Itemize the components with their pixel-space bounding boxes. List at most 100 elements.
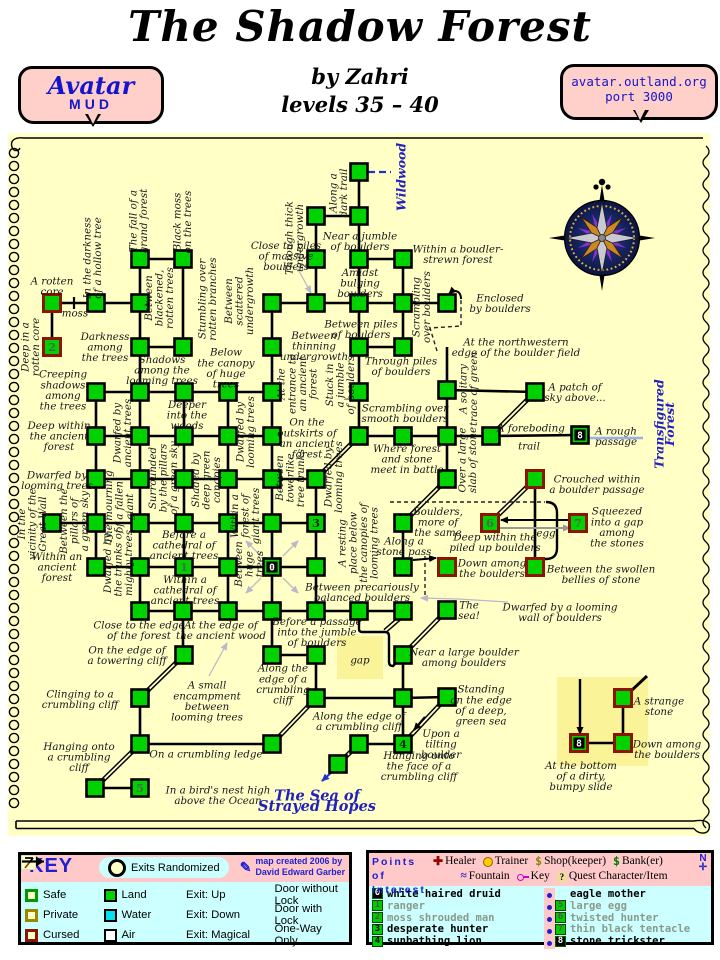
map-room	[174, 557, 194, 577]
scroll-pen-icon: ✎	[239, 858, 252, 875]
scroll-left-loop	[8, 654, 20, 666]
room-number: 6	[486, 516, 494, 530]
server-host: avatar.outland.org	[571, 74, 707, 89]
map-room	[218, 469, 238, 489]
map-edge	[490, 433, 581, 438]
avatar-mud-badge: Avatar MUD	[18, 66, 164, 127]
room-type-swatch	[25, 888, 38, 902]
server-port: port 3000	[605, 89, 673, 104]
scroll-left-loop	[8, 186, 20, 198]
scroll-left-loop	[8, 277, 20, 289]
map-room	[130, 293, 150, 313]
map-path	[543, 500, 559, 561]
map-room	[86, 557, 106, 577]
map-label: The mourningof a fallengiant	[103, 470, 136, 544]
room-number: 8	[577, 431, 583, 442]
scroll-left-loop	[8, 472, 20, 484]
scroll-left-loop	[8, 615, 20, 627]
map-room	[349, 249, 369, 269]
map-label: TransfiguredForest	[651, 379, 677, 469]
map-room	[349, 206, 369, 226]
scroll-left-loop	[8, 693, 20, 705]
map-room	[262, 426, 282, 446]
scroll-left-loop	[8, 264, 20, 276]
map-room	[306, 557, 326, 577]
poi-legend-item: ✚Healer	[433, 854, 476, 868]
map-room-cursed	[613, 688, 633, 708]
map-room	[437, 687, 457, 707]
map-author: by Zahri	[311, 64, 409, 89]
key-item: Exit: Down	[21, 855, 269, 921]
map-path	[245, 540, 262, 557]
map-room	[130, 469, 150, 489]
scroll-left-loop	[8, 212, 20, 224]
map-room	[262, 734, 282, 754]
map-label: Betweentowerliketree trunks	[274, 449, 307, 507]
map-room	[393, 337, 413, 357]
scroll-left-loop	[8, 251, 20, 263]
map-room	[218, 382, 238, 402]
room-number: 2	[48, 340, 56, 354]
scroll-left-loop	[8, 420, 20, 432]
map-room	[85, 778, 105, 798]
scroll-left-loop	[8, 355, 20, 367]
scroll-left-loop	[8, 537, 20, 549]
room-number: 5	[136, 781, 144, 795]
poi-number-badge: 8	[555, 935, 566, 947]
map-room	[349, 601, 369, 621]
highlight-region	[337, 636, 383, 679]
map-room	[173, 249, 193, 269]
scroll-left-loop	[8, 524, 20, 536]
map-room	[393, 601, 413, 621]
map-room	[393, 293, 413, 313]
poi-legend-item: ≈Fountain	[460, 870, 510, 882]
bullet-icon	[547, 905, 552, 911]
map-room	[86, 513, 106, 533]
map-edge	[446, 388, 536, 394]
map-room	[262, 337, 282, 357]
map-room	[218, 557, 238, 577]
poi-legend-item: ?Quest Character/Item	[556, 869, 668, 884]
scroll-left-loop	[8, 342, 20, 354]
map-levels: levels 35 – 40	[281, 92, 439, 117]
poi-legend-item: $Shop(keeper)	[535, 854, 607, 868]
map-path	[208, 642, 228, 677]
map-room	[525, 382, 545, 402]
map-label: moss	[62, 308, 89, 320]
bank-icon: $	[613, 854, 620, 868]
map-room	[130, 557, 150, 577]
poi-item: eagle mother	[570, 887, 646, 900]
scroll-left-loop	[8, 160, 20, 172]
poi-number-badge: 0	[372, 888, 383, 900]
map-label: Through thickundergrowth	[283, 201, 306, 275]
map-room	[86, 293, 106, 313]
exits-randomized-label: Exits Randomized	[131, 861, 220, 874]
map-room	[306, 206, 326, 226]
scroll-left-loop	[8, 771, 20, 783]
scroll-left-loop	[8, 368, 20, 380]
terrain-swatch	[103, 928, 117, 942]
terrain-swatch	[103, 908, 117, 922]
